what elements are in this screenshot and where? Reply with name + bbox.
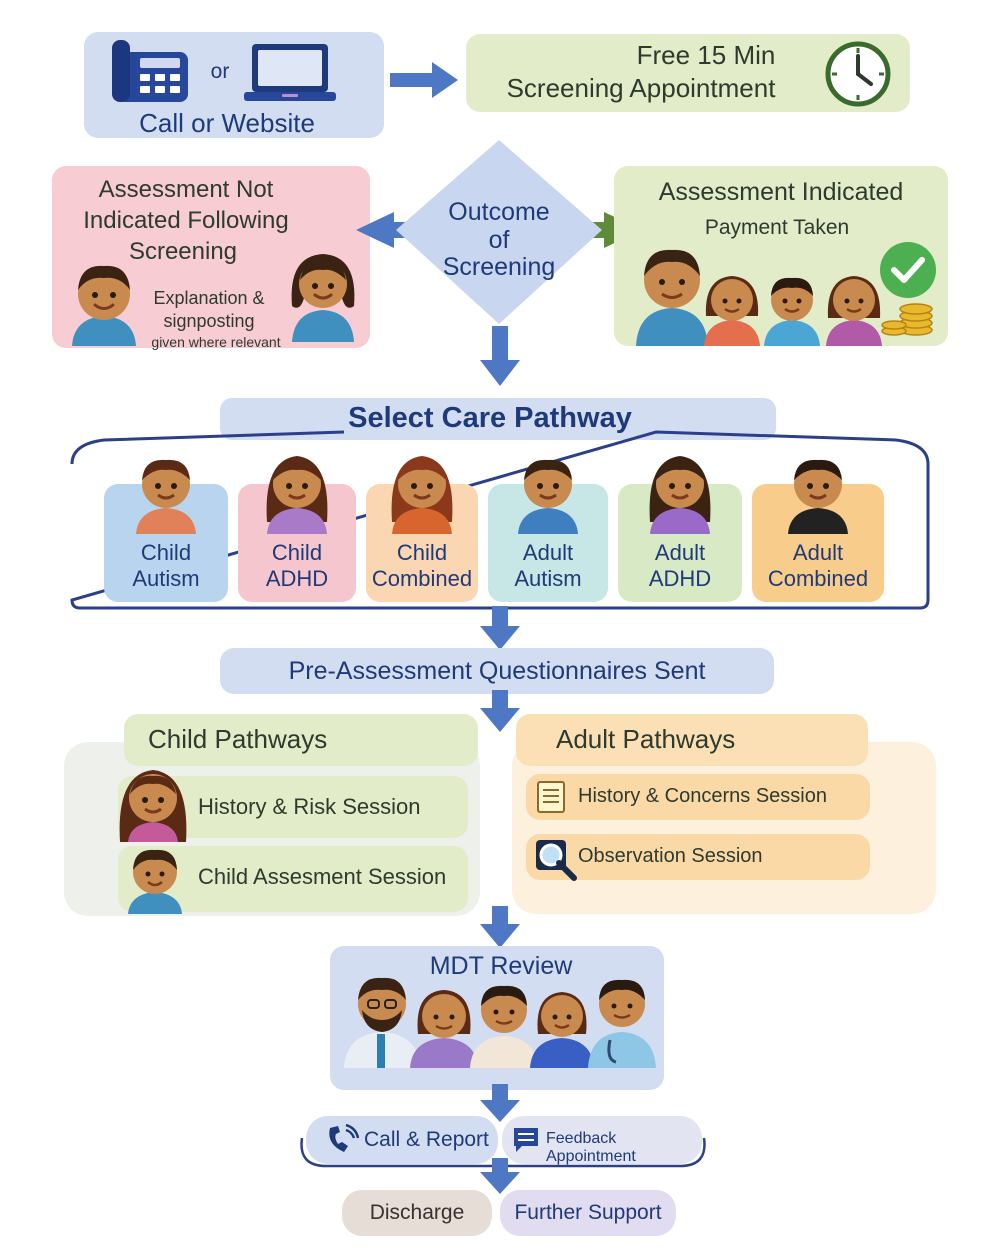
discharge-box: Discharge [342, 1190, 492, 1236]
feedback-label: Feedback Appointment [546, 1130, 636, 1165]
call-report-button: Call & Report [306, 1116, 498, 1164]
adult-session-2-label: Observation Session [578, 845, 763, 867]
child-session-1-label: History & Risk Session [198, 794, 421, 819]
explanation-line-2: signposting [163, 311, 255, 331]
adult-session-2: Observation Session [526, 834, 870, 882]
outcome-line-2: of [488, 226, 510, 254]
pathway-avatar-2 [386, 452, 458, 534]
arrow-questionnaire-to-pathways [478, 690, 522, 734]
screening-title-2: Screening Appointment [506, 73, 776, 103]
family-avatars [634, 238, 894, 346]
pathway-title: Select Care Pathway [348, 402, 632, 434]
check-coins-icon [876, 240, 942, 340]
indicated-title: Assessment Indicated [658, 178, 904, 206]
pathway-card-line1: Adult [654, 540, 706, 565]
mdt-title: MDT Review [429, 952, 573, 980]
document-icon [536, 780, 566, 814]
further-support-box: Further Support [500, 1190, 676, 1236]
call-report-label: Call & Report [364, 1128, 489, 1151]
not-indicated-line-3: Screening [128, 238, 238, 265]
arrow-outcome-to-pathway [478, 326, 522, 388]
adult-session-1-label: History & Concerns Session [578, 785, 827, 807]
boy-avatar [68, 260, 140, 346]
adult-session-1: History & Concerns Session [526, 774, 870, 820]
not-indicated-box: Assessment Not Indicated Following Scree… [52, 166, 370, 350]
child-session-2: Child Assesment Session [118, 846, 468, 912]
pathway-avatar-5 [782, 452, 854, 534]
pathway-card-line2: Combined [767, 566, 869, 591]
mdt-box: MDT Review [330, 946, 664, 1090]
child-pathways-header: Child Pathways [124, 714, 478, 766]
arrow-contact-to-screening [390, 60, 460, 100]
pathway-card-line1: Adult [792, 540, 844, 565]
phone-icon [326, 1124, 360, 1156]
adult-pathways-backdrop [512, 742, 936, 914]
further-support-label: Further Support [514, 1201, 662, 1224]
pathway-avatar-0 [130, 452, 202, 534]
feedback-button: Feedback Appointment [502, 1116, 702, 1165]
child-pathways-title: Child Pathways [148, 724, 328, 754]
telephone-icon [110, 38, 192, 104]
discharge-label: Discharge [369, 1201, 465, 1224]
girl-avatar [286, 246, 360, 342]
adult-pathways-title: Adult Pathways [556, 724, 736, 754]
outcome-diamond: Outcome of Screening [356, 138, 642, 328]
girl-avatar-child-pathway [114, 766, 192, 842]
contact-label: Call or Website [139, 108, 315, 138]
pathway-card-line2: Autism [514, 566, 582, 591]
chat-icon [512, 1126, 540, 1154]
clock-icon [824, 40, 892, 108]
questionnaire-box: Pre-Assessment Questionnaires Sent [220, 648, 774, 694]
explanation-line-3: given where relevant [151, 334, 281, 350]
adult-pathways-header: Adult Pathways [516, 714, 868, 766]
screening-box: Free 15 Min Screening Appointment [466, 34, 910, 112]
laptop-icon [242, 42, 338, 104]
pathway-avatar-1 [261, 452, 333, 534]
pathway-avatar-4 [644, 452, 716, 534]
questionnaire-label: Pre-Assessment Questionnaires Sent [288, 657, 706, 685]
arrow-mdt-to-followup [478, 1084, 522, 1124]
boy-avatar-child-pathway [124, 844, 186, 914]
arrow-pathway-to-questionnaire [478, 606, 522, 652]
pathway-card-line2: ADHD [265, 566, 329, 591]
contact-or-text: or [210, 60, 230, 83]
outcome-line-1: Outcome [448, 198, 550, 226]
child-session-2-label: Child Assesment Session [198, 864, 447, 889]
pathway-card-line1: Adult [522, 540, 574, 565]
arrow-followup-to-final [478, 1158, 522, 1196]
magnifier-icon [534, 838, 578, 882]
pathway-card-line2: Combined [371, 566, 473, 591]
not-indicated-line-2: Indicated Following [83, 207, 289, 234]
arrow-pathways-to-mdt [478, 906, 522, 950]
clinician-team-icons [344, 964, 660, 1068]
pathway-card-line2: ADHD [648, 566, 712, 591]
pathway-bracket [64, 424, 936, 612]
screening-title-1: Free 15 Min [636, 40, 776, 70]
not-indicated-line-1: Assessment Not [98, 176, 274, 203]
indicated-box: Assessment Indicated Payment Taken [614, 166, 948, 346]
pathway-card-line1: Child [396, 540, 448, 565]
contact-box: or Call or Website [84, 32, 384, 138]
outcome-line-3: Screening [442, 253, 556, 281]
pathway-card-line2: Autism [132, 566, 200, 591]
pathway-card-line1: Child [271, 540, 323, 565]
pathway-avatar-3 [512, 452, 584, 534]
pathway-card-line1: Child [140, 540, 192, 565]
explanation-line-1: Explanation & [153, 288, 265, 308]
indicated-subtitle: Payment Taken [704, 216, 850, 239]
